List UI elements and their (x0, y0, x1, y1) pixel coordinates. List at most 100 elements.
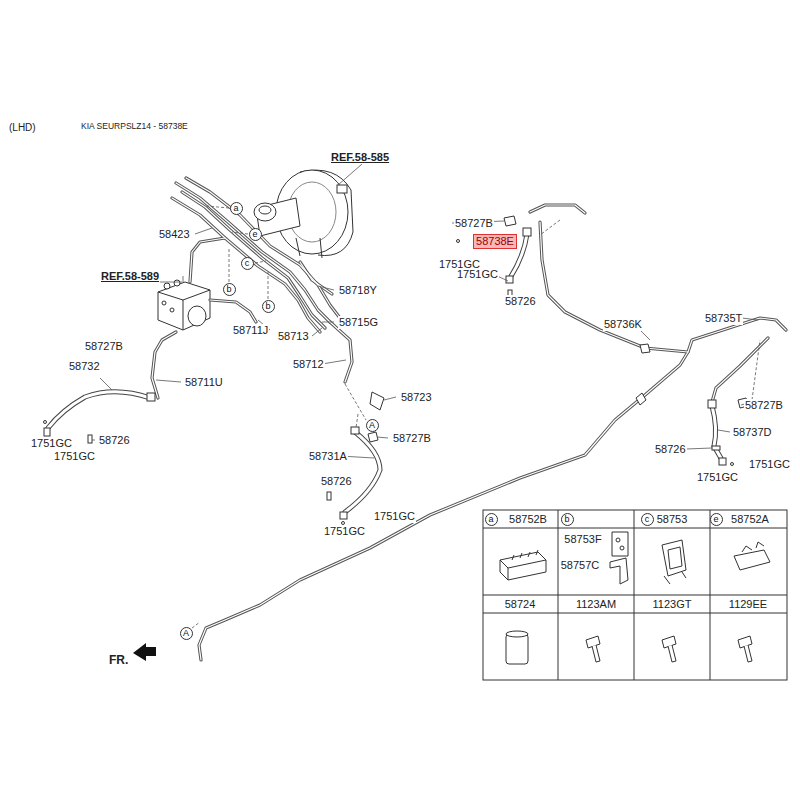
dashed-callout-lines-part (345, 384, 366, 420)
label-text: 58726 (505, 295, 536, 307)
table-part-pictures-part (620, 546, 624, 550)
callout-number: 58723 (400, 391, 433, 404)
leader-lines-part (92, 440, 95, 441)
callout-number: 58724 (504, 598, 537, 611)
brake-hoses-part-part (48, 392, 150, 428)
label-text: 58711U (185, 376, 223, 388)
callout-number: 58752B (508, 513, 548, 526)
fittings-part (457, 240, 460, 243)
leader-lines (92, 163, 758, 458)
fittings-part (523, 228, 531, 236)
brake-pipes-part-part (330, 322, 352, 382)
table-part-pictures (500, 532, 770, 664)
fittings-part (88, 435, 92, 443)
circle-outline-shape (241, 257, 253, 269)
brake-hoses-part-part (345, 432, 380, 512)
brake-pipes-part-part (152, 332, 176, 398)
circle-outline-shape (710, 513, 722, 525)
label-text: 58727B (745, 399, 783, 411)
abs-unit-part (174, 280, 180, 286)
node-text: e (249, 228, 262, 241)
fittings-part (351, 427, 359, 434)
callout-number: 1129EE (728, 598, 768, 611)
callout-circle: c (641, 513, 654, 526)
callout-number: 58735T (704, 312, 743, 325)
callout-number: 58715G (338, 316, 379, 329)
brake-pipes-part-part (330, 322, 352, 382)
fittings-part (368, 432, 378, 442)
abs-unit-part (188, 306, 206, 326)
label-text: 58737D (733, 426, 772, 438)
label-text: 1123GT (653, 598, 692, 610)
parts-table-part (483, 528, 787, 529)
node-text: b (223, 283, 236, 296)
table-part-pictures-part (662, 540, 686, 576)
leader-lines-part (322, 360, 346, 364)
label-text: REF.58-585 (331, 151, 389, 163)
node-text: b (561, 513, 574, 526)
parts-table-part (483, 595, 787, 596)
table-part-pictures-part (512, 550, 538, 560)
brake-hoses-part-part (48, 392, 150, 428)
fittings-part (640, 344, 650, 353)
node-text: e (710, 513, 723, 526)
callout-number: 58423 (158, 228, 191, 241)
node-text: 58738E (476, 235, 514, 248)
callout-number: 58726 (504, 295, 537, 308)
callout-circle: c (241, 257, 254, 270)
dashed-callout-lines-part (255, 261, 266, 263)
callout-number: 1751GC (53, 450, 96, 463)
callout-number: 1751GC (456, 268, 499, 281)
brake-hoses-part-part (712, 406, 722, 460)
table-part-pictures-part (506, 634, 528, 664)
leader-lines-part (195, 228, 212, 234)
dashed-callout-lines (192, 206, 760, 628)
callout-number: 58752A (730, 513, 770, 526)
callout-number: 58726 (654, 443, 687, 456)
parts-table-part (483, 613, 787, 614)
callout-number: 1751GC (30, 437, 73, 450)
callout-number: 1123AM (575, 598, 617, 611)
fittings-part (504, 216, 516, 226)
callout-number: 58726 (320, 475, 353, 488)
callout-number: REF.58-585 (330, 151, 390, 164)
highlighted-part-number: 58738E (473, 234, 517, 249)
callout-number: 58711J (232, 324, 269, 337)
brake-booster-part (259, 206, 271, 214)
callout-circle: a (485, 513, 498, 526)
fittings-part (636, 393, 646, 405)
callout-number: 58727B (744, 399, 784, 412)
table-part-pictures-part (742, 542, 764, 552)
abs-unit-part (158, 290, 210, 330)
callout-number: 58726 (98, 434, 131, 447)
label-text: 58423 (159, 228, 190, 240)
fittings-part (327, 492, 331, 500)
circle-outline-shape (561, 513, 573, 525)
title-text: KIA SEURPSLZ14 - 58738E (81, 121, 188, 131)
abs-unit-part (164, 283, 170, 289)
node-text: b (262, 300, 275, 313)
brake-pipes-part-part (540, 222, 786, 352)
label-text: 58715G (339, 316, 378, 328)
brake-pipes-part-part (300, 262, 332, 294)
circle-outline-shape (180, 627, 192, 639)
callout-number: REF.58-589 (100, 270, 160, 283)
callout-circle: b (561, 513, 574, 526)
brake-booster-part (296, 238, 300, 256)
label-text: 1123AM (576, 598, 616, 610)
brake-hoses-part (48, 234, 722, 512)
brake-booster-part (320, 238, 322, 258)
drive-note: (LHD) (8, 121, 37, 134)
label-text: 58736K (604, 318, 642, 330)
callout-number: 58712 (292, 358, 325, 371)
leader-lines-part (718, 430, 730, 432)
brake-pipes-part-part (190, 238, 225, 282)
table-part-pictures-part (500, 560, 546, 580)
leader-lines-part (183, 276, 184, 282)
callout-number: FR. (108, 654, 129, 667)
table-part-pictures-part (734, 550, 770, 570)
callout-number: 1751GC (696, 471, 739, 484)
brake-pipes-part-part (182, 192, 325, 328)
callout-number: 58727B (454, 217, 494, 230)
